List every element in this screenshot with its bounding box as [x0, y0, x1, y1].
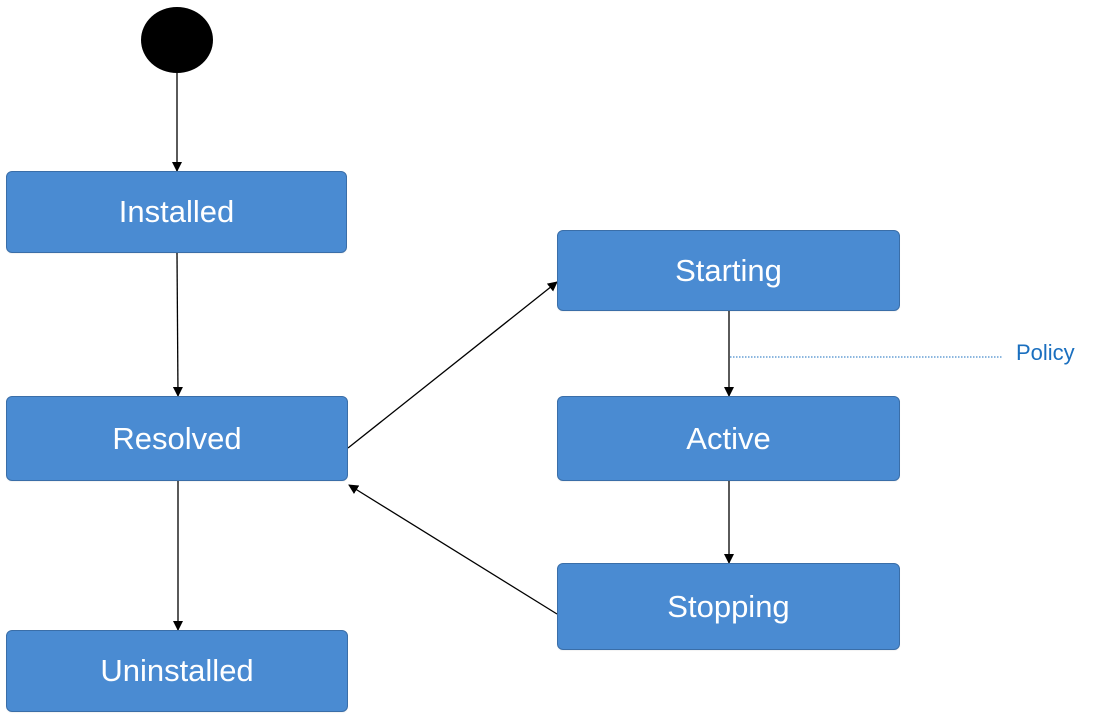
state-uninstalled: Uninstalled: [6, 630, 348, 712]
edge-resolved-starting: [347, 281, 558, 449]
state-installed: Installed: [6, 171, 347, 253]
edge-installed-resolved: [172, 252, 183, 397]
state-active: Active: [557, 396, 900, 481]
policy-annotation: Policy: [1016, 340, 1075, 365]
state-stopping: Stopping: [557, 563, 900, 650]
state-resolved: Resolved: [6, 396, 348, 481]
initial-state: [141, 7, 213, 73]
edge-stopping-resolved: [348, 484, 558, 615]
state-starting: Starting: [557, 230, 900, 311]
